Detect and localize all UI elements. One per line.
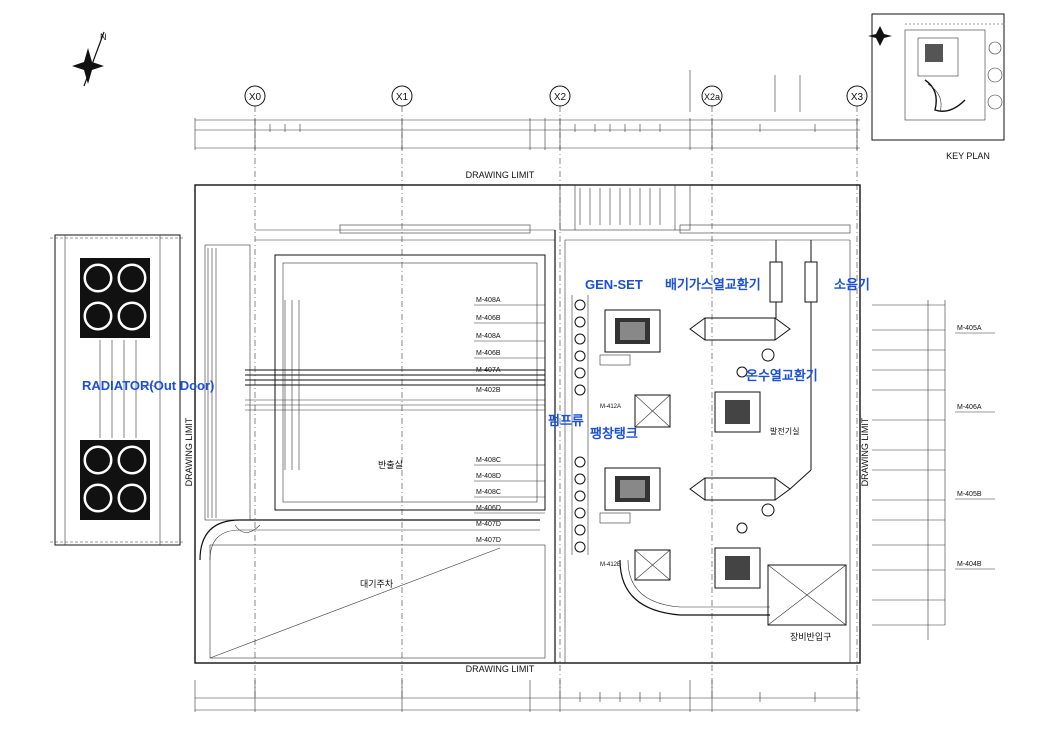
tag: M-406B bbox=[476, 315, 501, 322]
tag: M-406B bbox=[476, 350, 501, 357]
key-plan: KEY PLAN bbox=[868, 13, 1005, 161]
drawing-limit-right: DRAWING LIMIT bbox=[860, 417, 870, 486]
tag: M-406D bbox=[476, 505, 501, 512]
svg-text:N: N bbox=[100, 32, 107, 42]
expansion-tank-lower: M-412B bbox=[600, 549, 671, 581]
tag: M-408A bbox=[476, 297, 501, 304]
pipe-runs bbox=[245, 300, 545, 470]
grid-label-x1: X1 bbox=[396, 92, 409, 103]
tag: M-408A bbox=[476, 333, 501, 340]
tag: M-408C bbox=[476, 457, 501, 464]
tag: M-404B bbox=[957, 561, 982, 568]
grid-label-x0: X0 bbox=[249, 92, 262, 103]
annotation-silencer: 소음기 bbox=[834, 277, 870, 292]
drawing-limit-left: DRAWING LIMIT bbox=[184, 417, 194, 486]
grid-axis-x0: X0 bbox=[244, 85, 266, 700]
exhaust-heat-exchangers bbox=[689, 317, 791, 501]
drawing-limit-top: DRAWING LIMIT bbox=[466, 170, 535, 180]
tag: M-402B bbox=[476, 387, 501, 394]
standby-parking: 대기주차 bbox=[209, 544, 546, 659]
drawing-limit-bottom: DRAWING LIMIT bbox=[466, 664, 535, 674]
svg-text:M-412B: M-412B bbox=[600, 562, 621, 568]
gen-set-lower bbox=[599, 467, 661, 524]
hot-water-heat-exchangers bbox=[714, 348, 775, 589]
grid-label-x2: X2 bbox=[554, 92, 567, 103]
tag: M-405A bbox=[957, 325, 982, 332]
tag: M-405B bbox=[957, 491, 982, 498]
annotation-gen-set: GEN-SET bbox=[585, 277, 643, 292]
room-carry-in: 반출실 bbox=[378, 460, 403, 470]
grid-axis-x1: X1 bbox=[391, 85, 413, 700]
building-outline bbox=[194, 184, 861, 664]
grid-axis-x2: X2 bbox=[549, 85, 571, 700]
bottom-dimension-lines bbox=[194, 680, 860, 712]
carry-in-room bbox=[274, 254, 546, 511]
tag: M-408D bbox=[476, 473, 501, 480]
grid-label-x2a: X2a bbox=[704, 92, 720, 102]
tag: M-406A bbox=[957, 404, 982, 411]
annotation-expansion-tank: 팽창탱크 bbox=[590, 426, 638, 441]
top-dimension-lines bbox=[194, 70, 860, 150]
annotation-pump: 펌프류 bbox=[548, 413, 584, 428]
key-plan-label: KEY PLAN bbox=[946, 151, 990, 161]
annotation-hot-water-hx: 온수열교환기 bbox=[746, 368, 818, 383]
room-generator: 발전기실 bbox=[770, 426, 799, 436]
tag: M-408C bbox=[476, 489, 501, 496]
annotation-radiator: RADIATOR(Out Door) bbox=[82, 378, 214, 393]
grid-label-x3: X3 bbox=[851, 92, 864, 103]
grid-axis-x2a: X2a bbox=[701, 85, 723, 700]
annotation-exhaust-hx: 배기가스열교환기 bbox=[665, 277, 761, 292]
expansion-tank-upper: M-412A bbox=[600, 394, 671, 428]
gen-set-upper bbox=[599, 309, 661, 366]
equipment-tags-left: M-408A M-406B M-408A M-406B M-407A M-402… bbox=[474, 297, 545, 544]
tag: M-407D bbox=[476, 521, 501, 528]
room-standby-parking: 대기주차 bbox=[360, 578, 394, 589]
room-equipment-entrance: 장비반입구 bbox=[790, 631, 831, 642]
svg-text:M-412A: M-412A bbox=[600, 404, 621, 410]
equipment-entrance: 장비반입구 bbox=[767, 564, 847, 642]
equipment-tags-right: M-405A M-406A M-405B M-404B bbox=[872, 300, 995, 640]
tag: M-407D bbox=[476, 537, 501, 544]
grid-axis-x3: X3 bbox=[846, 85, 868, 700]
radiator-structure bbox=[50, 234, 185, 546]
silencers bbox=[769, 240, 818, 490]
tag: M-407A bbox=[476, 367, 501, 374]
pump-column bbox=[571, 295, 589, 555]
ramp bbox=[199, 244, 540, 561]
north-arrow-icon: N bbox=[72, 31, 107, 87]
